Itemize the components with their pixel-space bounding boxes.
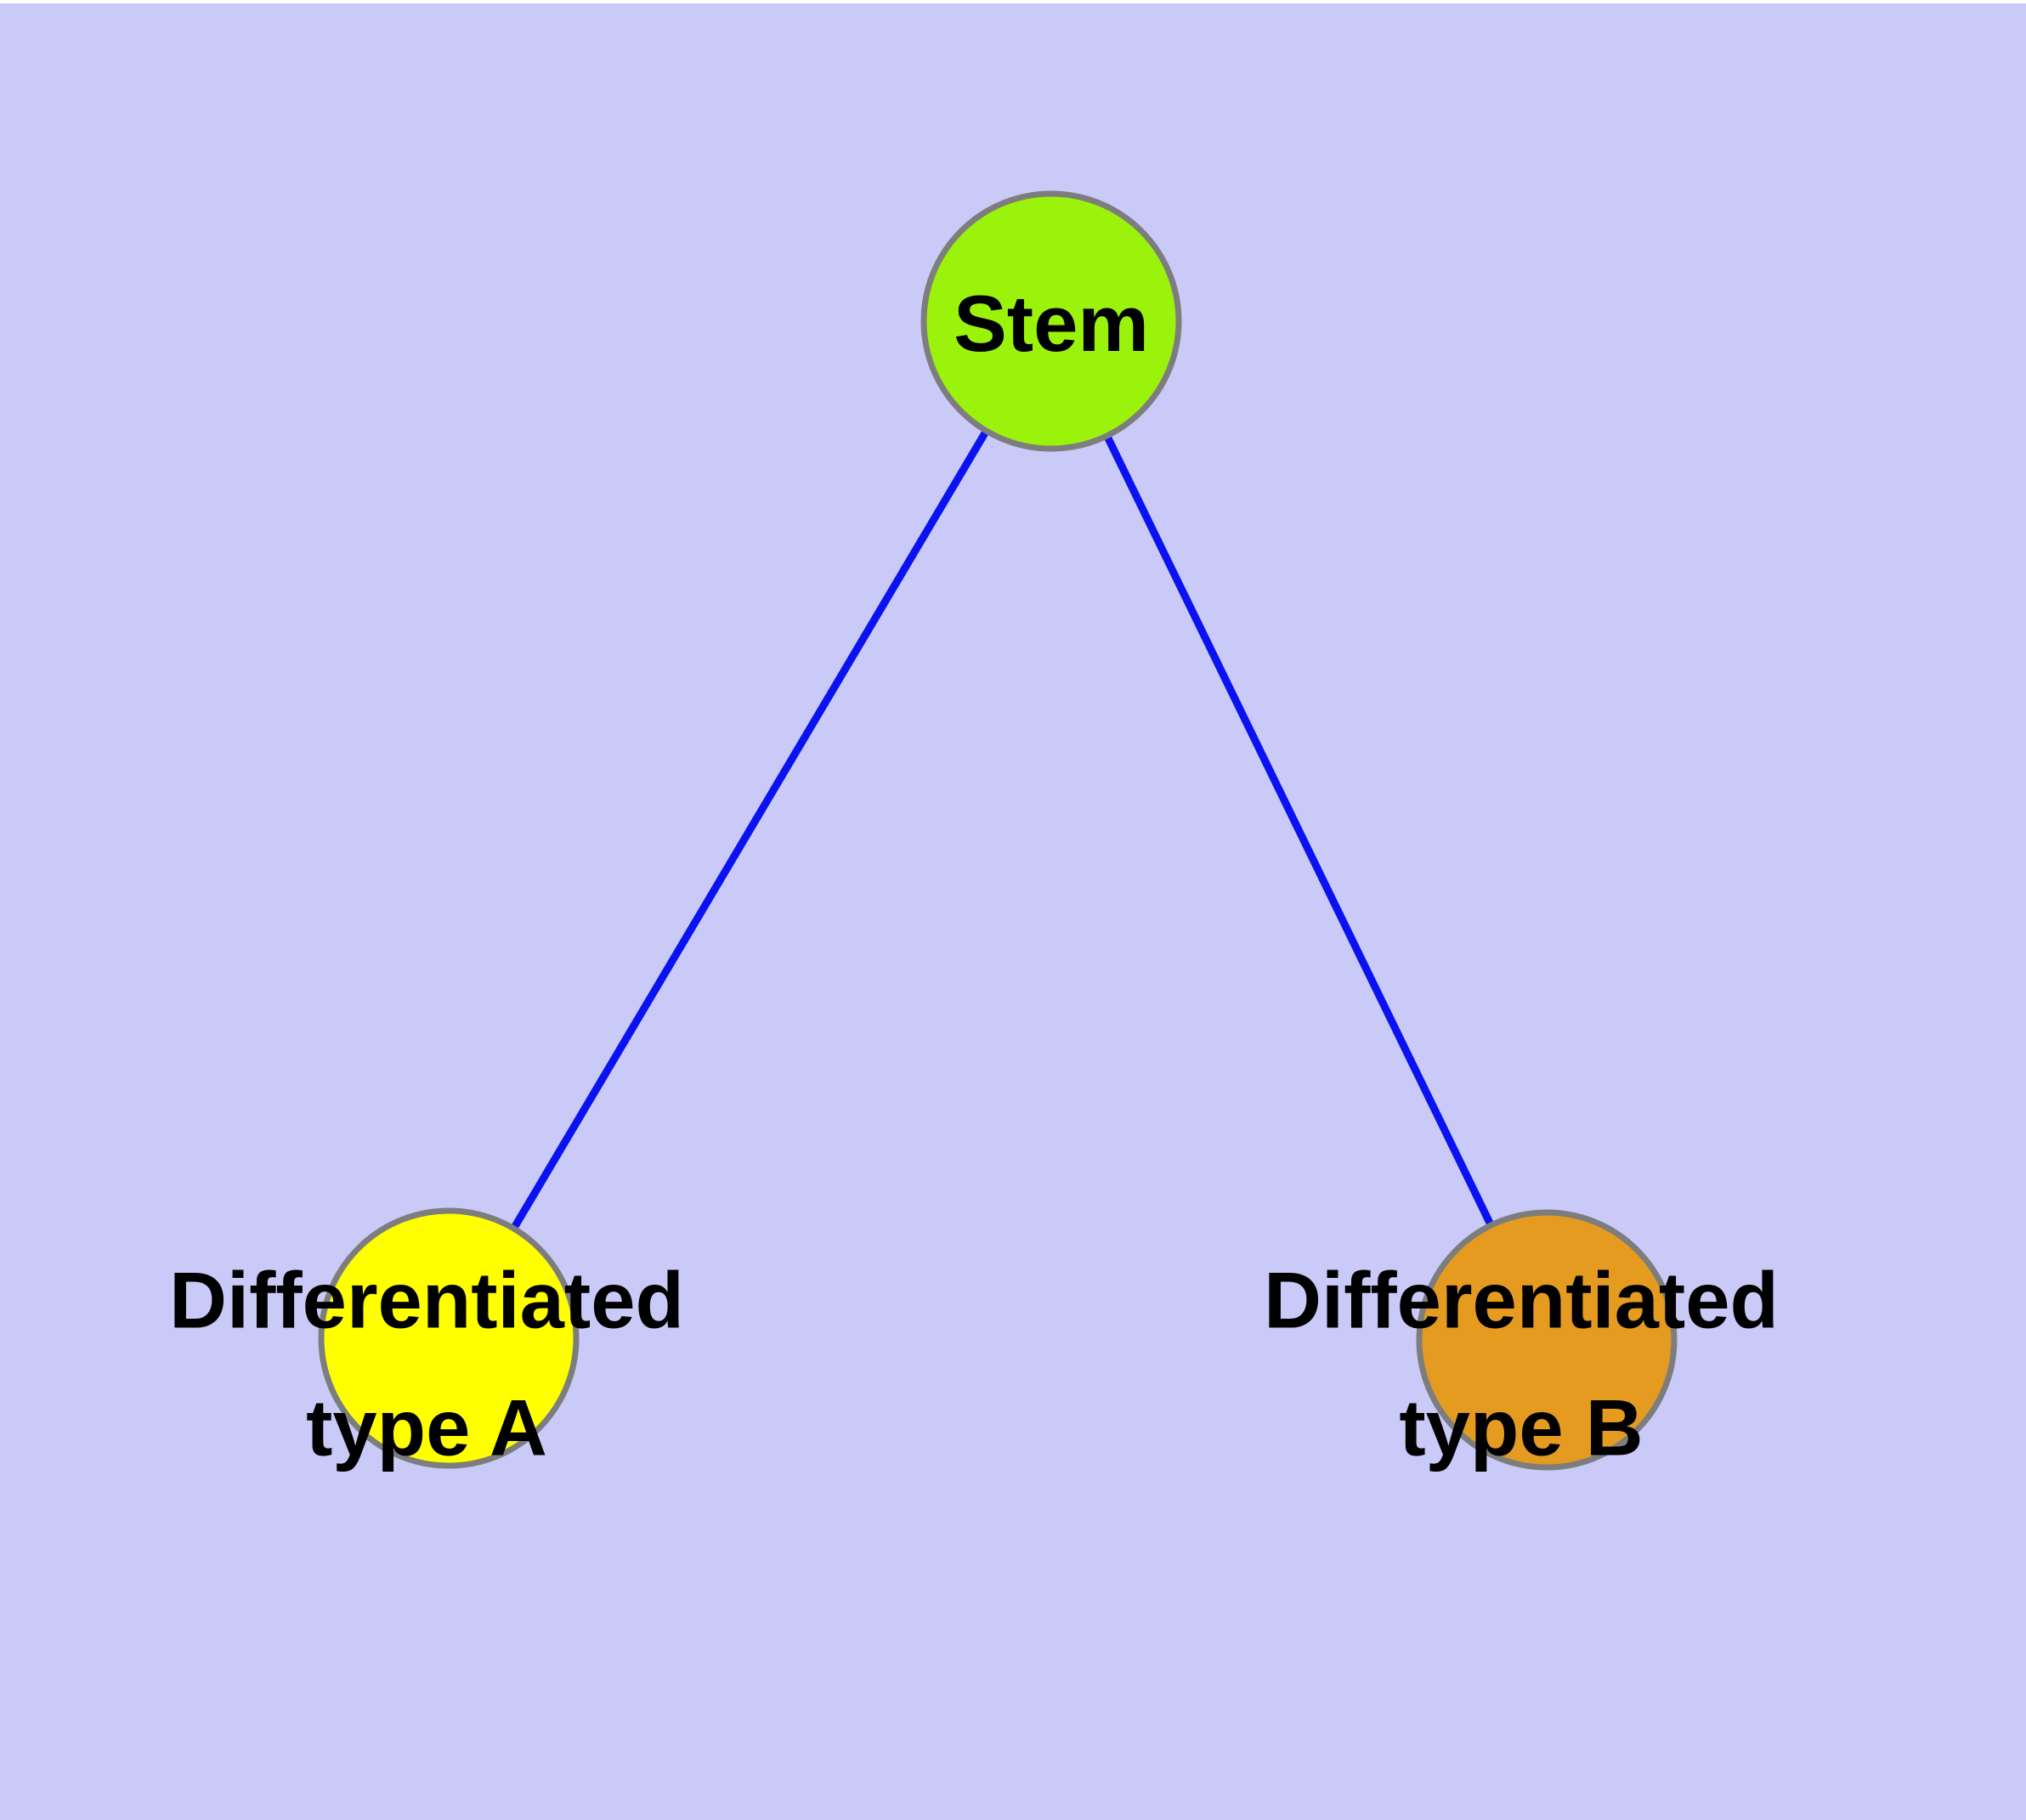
diagram-canvas: Stem Differentiated type A Differentiate…: [0, 3, 2026, 1820]
node-differentiated-type-a-circle: [318, 1207, 580, 1469]
node-stem-circle: [920, 190, 1182, 452]
edge-stem-to-type-a: [445, 319, 1055, 1341]
edge-stem-to-type-b: [1047, 319, 1551, 1342]
node-differentiated-type-b-circle: [1416, 1209, 1678, 1471]
